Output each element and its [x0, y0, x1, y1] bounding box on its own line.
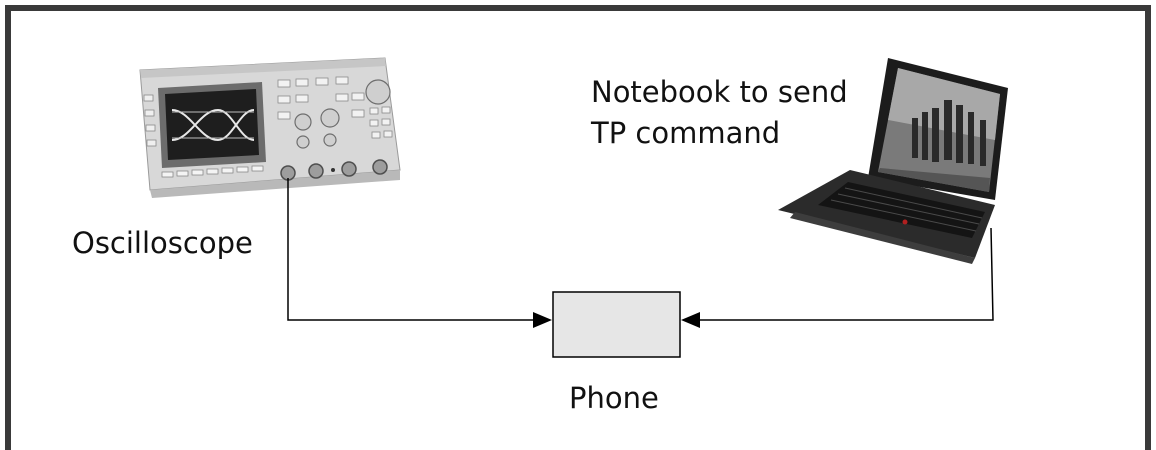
arrowhead-left-icon	[681, 312, 700, 328]
oscilloscope-label: Oscilloscope	[72, 226, 253, 260]
phone-label: Phone	[569, 381, 659, 415]
oscilloscope-image	[139, 57, 401, 198]
oscilloscope-to-phone-connector	[287, 178, 552, 328]
notebook-label-line-1: Notebook to send	[591, 75, 848, 109]
notebook-image	[778, 58, 1008, 264]
arrowhead-right-icon	[533, 312, 552, 328]
notebook-label-line-2: TP command	[591, 116, 781, 150]
diagram-border	[5, 5, 1151, 450]
phone-box	[552, 291, 681, 358]
notebook-to-phone-connector	[681, 227, 994, 328]
